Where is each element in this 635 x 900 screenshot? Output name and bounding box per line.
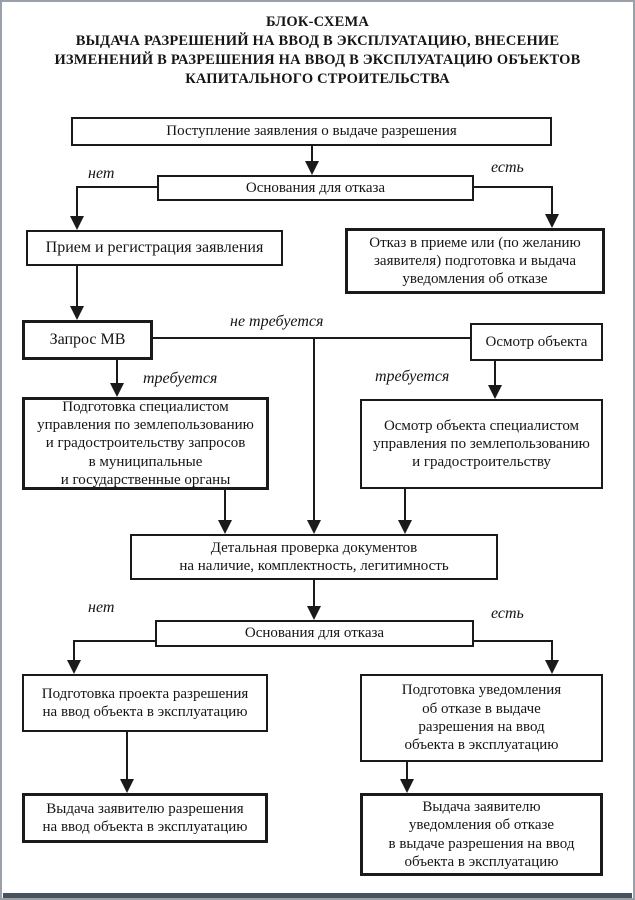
flow-box-issue-refusal-notice: Выдача заявителю уведомления об отказе в… [360,793,603,876]
connector-prepare-check [224,490,226,522]
arrowhead-yes1 [545,214,559,228]
flow-box-refusal-grounds-1: Основания для отказа [157,175,474,201]
edge-label-required-1: требуется [143,370,218,387]
arrowhead-intake-grounds1 [305,161,319,175]
edge-label-yes-2: есть [491,605,524,622]
arrowhead-not-required [307,520,321,534]
connector-not-required-horizontal [153,337,470,339]
arrowhead-yes2 [545,660,559,674]
flow-box-prepare-requests: Подготовка специалистом управления по зе… [22,397,269,490]
edge-label-no-2: нет [88,599,115,616]
page-bottom-edge [3,893,632,898]
arrowhead-register-requestmv [70,306,84,320]
flow-box-refusal-grounds-2: Основания для отказа [155,620,474,647]
edge-label-yes-1: есть [491,159,524,176]
arrowhead-permitdraft-issue [120,779,134,793]
arrowhead-prepare-check [218,520,232,534]
flow-box-refuse-or-notice: Отказ в приеме или (по желанию заявителя… [345,228,605,294]
flow-box-prepare-permit-draft: Подготовка проекта разрешения на ввод об… [22,674,268,732]
flow-box-accept-register: Прием и регистрация заявления [26,230,283,266]
flow-box-application-received: Поступление заявления о выдаче разрешени… [71,117,552,146]
connector-no1-vertical [76,186,78,218]
flow-box-inspection-by-specialist: Осмотр объекта специалистом управления п… [360,399,603,489]
flow-box-prepare-refusal-notice: Подготовка уведомления об отказе в выдач… [360,674,603,762]
arrowhead-inspect-specialist [488,385,502,399]
connector-register-requestmv [76,266,78,308]
edge-label-not-required: не требуется [230,313,324,330]
connector-notice-issue [406,762,408,781]
flow-box-request-mv: Запрос МВ [22,320,153,360]
connector-permitdraft-issue [126,732,128,781]
connector-no1-horizontal [76,186,158,188]
flow-box-inspect-object: Осмотр объекта [470,323,603,361]
flow-box-detailed-check: Детальная проверка документов на наличие… [130,534,498,580]
arrowhead-check-grounds2 [307,606,321,620]
connector-no2-vertical [73,640,75,662]
arrowhead-specialist-check [398,520,412,534]
page-title: БЛОК-СХЕМА ВЫДАЧА РАЗРЕШЕНИЙ НА ВВОД В Э… [54,14,581,87]
edge-label-no-1: нет [88,165,115,182]
connector-no2-horizontal [73,640,155,642]
connector-requestmv-prepare [116,360,118,385]
connector-inspect-specialist [494,361,496,387]
connector-yes1-vertical [551,186,553,216]
arrowhead-requestmv-prepare [110,383,124,397]
connector-not-required-vertical [313,337,315,522]
connector-specialist-check [404,489,406,522]
arrowhead-no2 [67,660,81,674]
arrowhead-notice-issue [400,779,414,793]
connector-check-grounds2 [313,580,315,608]
arrowhead-no1 [70,216,84,230]
connector-yes2-vertical [551,640,553,662]
connector-intake-grounds1 [311,145,313,163]
connector-yes2-horizontal [473,640,553,642]
connector-yes1-horizontal [473,186,553,188]
edge-label-required-2: требуется [375,368,450,385]
flow-box-issue-permit: Выдача заявителю разрешения на ввод объе… [22,793,268,843]
